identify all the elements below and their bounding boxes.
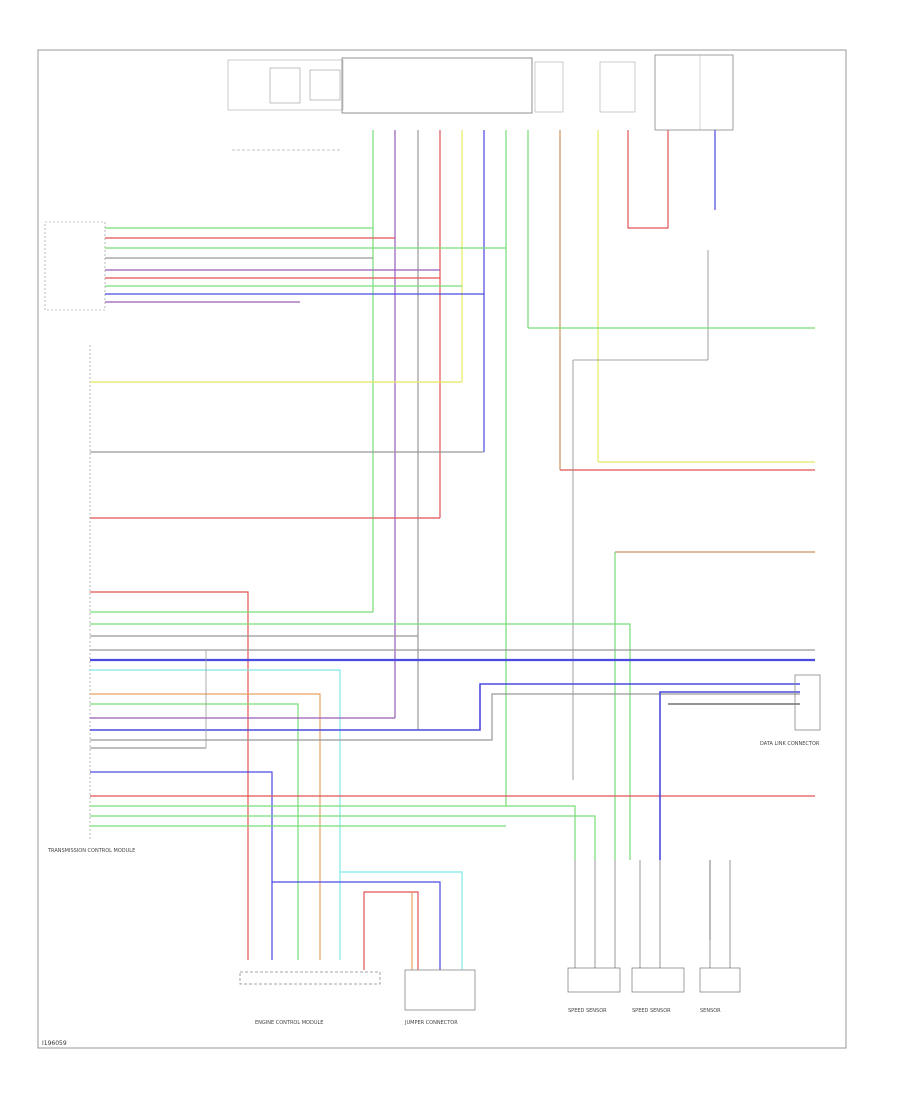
left-top-wires bbox=[105, 227, 506, 303]
tcm-label: TRANSMISSION CONTROL MODULE bbox=[47, 848, 135, 854]
sensor-box-3 bbox=[699, 967, 741, 993]
jumper-connector-box bbox=[404, 969, 476, 1011]
data-link-connector-label: DATA LINK CONNECTOR bbox=[760, 741, 820, 747]
ecm-box bbox=[239, 971, 381, 985]
diagram-border bbox=[37, 49, 847, 1049]
sensor-label-3: SENSOR bbox=[700, 1008, 721, 1014]
tcm-upper-wires bbox=[90, 381, 484, 519]
component-boxes bbox=[239, 674, 821, 1011]
jumper-connector-label: JUMPER CONNECTOR bbox=[404, 1020, 458, 1026]
tcm-lower-wires bbox=[90, 591, 815, 960]
ecm-label: ENGINE CONTROL MODULE bbox=[255, 1020, 323, 1026]
lower-feeds bbox=[272, 860, 711, 970]
sensor-label-2: SPEED SENSOR bbox=[632, 1008, 671, 1014]
sensor-label-1: SPEED SENSOR bbox=[568, 1008, 607, 1014]
right-side-wires bbox=[528, 327, 815, 860]
wire-red-loop bbox=[627, 130, 669, 229]
data-link-connector-box bbox=[794, 674, 821, 731]
sensor-box-2 bbox=[631, 967, 685, 993]
diagram-code: I196059 bbox=[42, 1040, 67, 1047]
sensor-box-1 bbox=[567, 967, 621, 993]
left-top-connector bbox=[44, 221, 106, 311]
vertical-wires bbox=[372, 130, 716, 806]
connector-ticks bbox=[574, 860, 731, 968]
top-connector-block bbox=[227, 54, 734, 151]
